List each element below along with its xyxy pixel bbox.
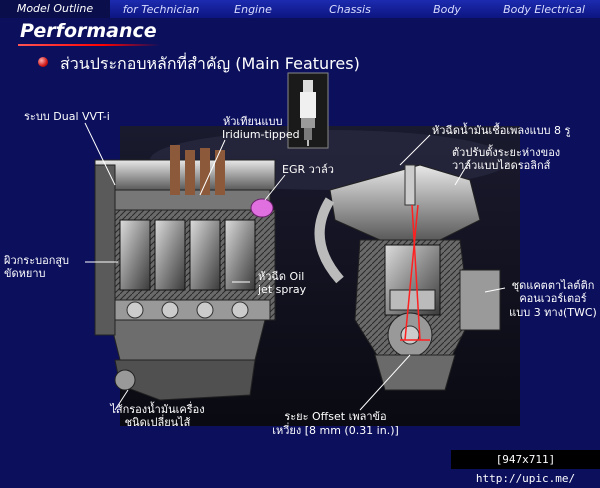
label-dual-vvti: ระบบ Dual VVT-i xyxy=(24,110,110,123)
nav-tab-chassis[interactable]: Chassis xyxy=(329,2,371,16)
engine-side-view xyxy=(314,164,501,391)
leader-lines xyxy=(84,122,506,411)
label-spark-plug-2: Iridium-tipped xyxy=(222,128,300,141)
label-egr-valve: EGR วาล์ว xyxy=(282,163,334,176)
page-title: Performance xyxy=(20,20,157,42)
image-size-watermark: [947x711] http://upic.me/ xyxy=(451,450,600,485)
spark-plug-inset xyxy=(287,72,329,149)
label-injector: หัวฉีดน้ำมันเชื้อเพลงแบบ 8 รู xyxy=(432,124,571,137)
label-lash-adjuster-2: วาล์วแบบไฮดรอลิกส์ xyxy=(452,159,551,172)
title-underline xyxy=(18,44,160,46)
label-catalyst-2: คอนเวอร์เตอร์ xyxy=(519,292,587,305)
label-spark-plug-1: หัวเทียนแบบ xyxy=(223,115,283,128)
label-oil-filter-1: ไส้กรองน้ำมันเครื่อง xyxy=(110,403,205,416)
label-offset-2: เหวี่ยง [8 mm (0.31 in.)] xyxy=(272,424,399,437)
label-offset-1: ระยะ Offset เพลาข้อ xyxy=(284,410,387,423)
label-oil-jet-2: jet spray xyxy=(258,283,307,296)
label-cylinder-1: ผิวกระบอกสูบ xyxy=(4,254,70,267)
label-oil-filter-2: ชนิดเปลี่ยนไส้ xyxy=(124,416,191,429)
egr-valve-highlight xyxy=(250,198,274,218)
nav-tab-engine[interactable]: Engine xyxy=(234,2,272,16)
bullet-icon xyxy=(38,57,48,67)
top-nav-bar: Model Outline for Technician Engine Chas… xyxy=(0,0,600,18)
page-subtitle: ส่วนประกอบหลักที่สำคัญ (Main Features) xyxy=(60,54,360,73)
engine-cutaway-illustration xyxy=(84,72,520,426)
label-cylinder-2: ขัดหยาบ xyxy=(4,267,46,280)
nav-tab-for-technician[interactable]: for Technician xyxy=(122,2,200,16)
engine-front-view xyxy=(94,145,276,401)
nav-tab-body[interactable]: Body xyxy=(433,2,461,16)
nav-tab-body-electrical[interactable]: Body Electrical xyxy=(503,2,585,16)
label-lash-adjuster-1: ตัวปรับตั้งระยะห่างของ xyxy=(452,146,561,159)
label-catalyst-3: แบบ 3 ทาง(TWC) xyxy=(509,306,597,319)
nav-tab-model-outline[interactable]: Model Outline xyxy=(0,0,110,18)
label-oil-jet-1: หัวฉีด Oil xyxy=(258,270,305,283)
label-catalyst-1: ชุดแคตตาไลต์ติก xyxy=(511,279,595,292)
